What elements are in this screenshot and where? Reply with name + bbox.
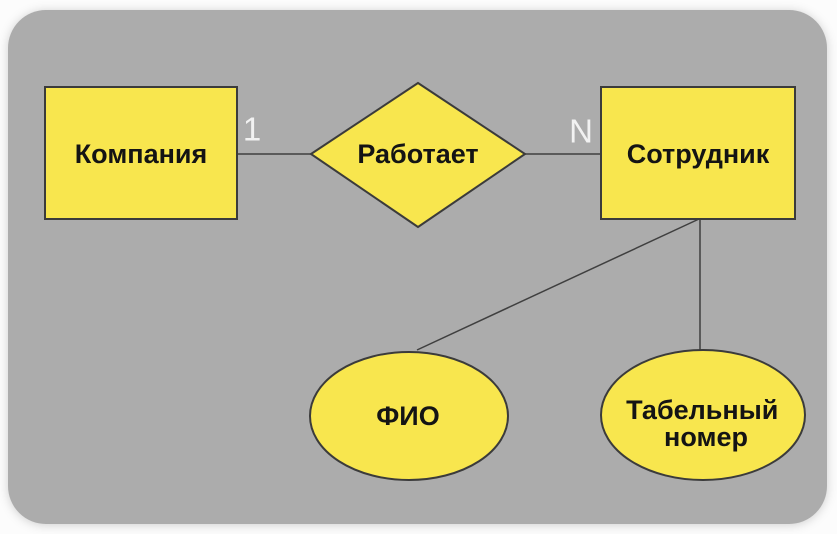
connector-employee-fio [416,218,700,351]
attribute-fio-label: ФИО [376,401,439,431]
connectors [237,153,701,351]
attribute-tab-number-label: Табельный номер [626,395,786,452]
cardinality-one-label: 1 [243,111,261,148]
entity-company-label: Компания [75,139,208,169]
attribute-tab-number-ellipse [600,349,806,481]
relationship-label: Работает [357,139,478,169]
entity-employee-box [600,86,796,220]
attribute-tab-number-line2: номер [664,422,748,452]
entity-company-box [44,86,238,220]
entity-employee-label: Сотрудник [627,139,770,169]
cardinality-n-label: N [569,113,593,150]
relationship-diamond [309,81,527,229]
attribute-tab-number-line1: Табельный [626,395,778,425]
attribute-fio-ellipse [309,351,509,481]
